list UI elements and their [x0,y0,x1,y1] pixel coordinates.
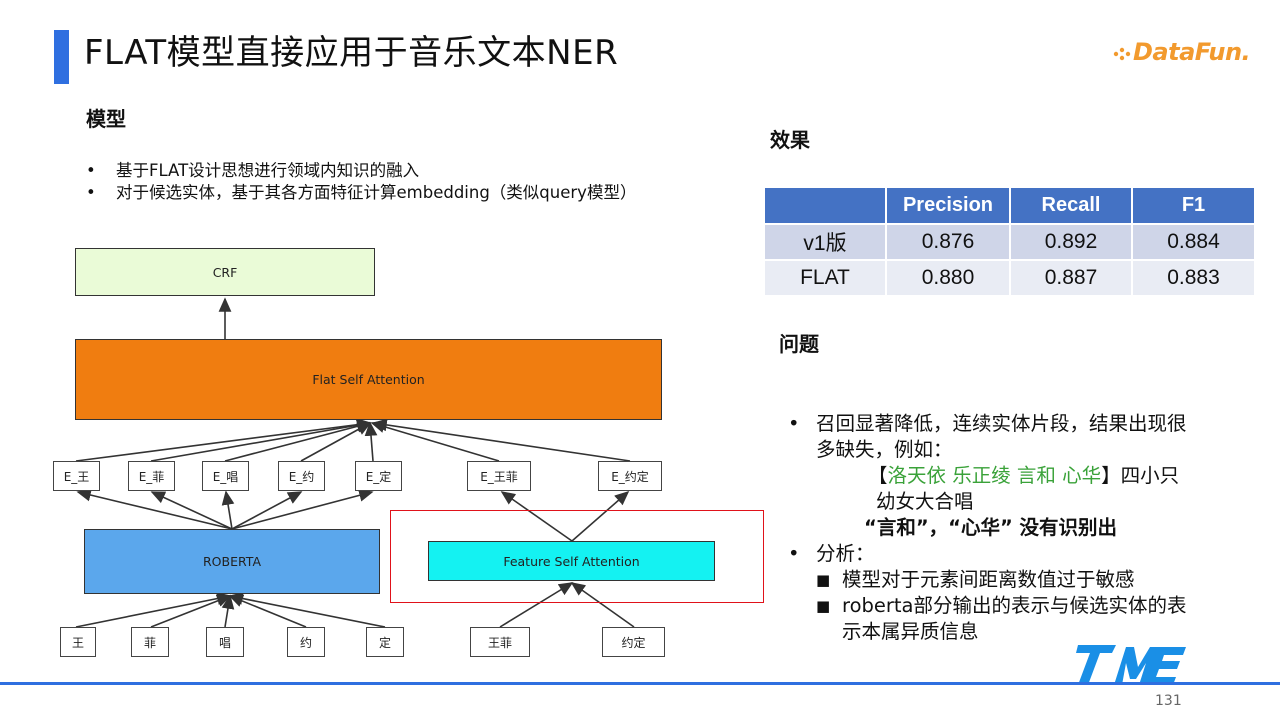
analysis-bullet: 分析： [788,541,1238,567]
analysis-text: roberta部分输出的表示与候选实体的表 [842,594,1187,617]
problem-text: 多缺失，例如： [816,438,953,461]
example-line: 【洛天依 乐正绫 言和 心华】四小只 [788,463,1238,489]
embedding-node: E_王 [53,461,100,491]
datafun-logo: DataFun. [1113,36,1253,72]
tme-logo-icon [1076,645,1186,685]
table-header-row: Precision Recall F1 [765,188,1256,225]
table-cell: 0.892 [1011,225,1133,261]
crf-layer: CRF [75,248,375,296]
input-token: 唱 [206,627,244,657]
embedding-node: E_约定 [598,461,662,491]
problem-text: 召回显著降低，连续实体片段，结果出现很 [816,412,1187,435]
example-entities: 洛天依 乐正绫 言和 心华 [887,464,1102,487]
logo-text: DataFun. [1133,38,1251,66]
feature-self-attention-layer: Feature Self Attention [428,541,715,581]
table-cell: 0.876 [887,225,1011,261]
model-bullet: 对于候选实体，基于其各方面特征计算embedding（类似query模型） [84,182,644,204]
table-header-cell: F1 [1133,188,1256,225]
example-note: “言和”，“心华” 没有识别出 [864,516,1118,539]
table-header-cell: Precision [887,188,1011,225]
model-bullet-list: 基于FLAT设计思想进行领域内知识的融入 对于候选实体，基于其各方面特征计算em… [84,160,644,204]
model-bullet: 基于FLAT设计思想进行领域内知识的融入 [84,160,644,182]
example-line-2: 幼女大合唱 [876,490,974,513]
table-cell: 0.883 [1133,261,1256,297]
effect-heading: 效果 [770,128,810,152]
table-cell: v1版 [765,225,887,261]
feature-highlight-box [390,510,764,603]
table-header-cell [765,188,887,225]
input-token: 约 [287,627,325,657]
footer-divider [0,682,1280,685]
flat-self-attention-layer: Flat Self Attention [75,339,662,420]
table-cell: 0.884 [1133,225,1256,261]
table-header-cell: Recall [1011,188,1133,225]
input-token: 王 [60,627,96,657]
embedding-node: E_王菲 [467,461,531,491]
problem-list: 召回显著降低，连续实体片段，结果出现很 多缺失，例如： 【洛天依 乐正绫 言和 … [788,411,1238,645]
embedding-node: E_菲 [128,461,175,491]
problem-bullet: 召回显著降低，连续实体片段，结果出现很 多缺失，例如： [788,411,1238,463]
input-token: 王菲 [470,627,530,657]
input-token: 菲 [131,627,169,657]
results-table: Precision Recall F1 v1版 0.876 0.892 0.88… [765,188,1256,297]
table-cell: 0.887 [1011,261,1133,297]
analysis-text: 示本属异质信息 [842,620,979,643]
analysis-subitem: roberta部分输出的表示与候选实体的表 示本属异质信息 [788,593,1238,645]
input-token: 约定 [602,627,665,657]
page-title: FLAT模型直接应用于音乐文本NER [84,33,619,73]
model-heading: 模型 [86,107,126,131]
table-row: FLAT 0.880 0.887 0.883 [765,261,1256,297]
table-row: v1版 0.876 0.892 0.884 [765,225,1256,261]
problem-heading: 问题 [779,332,819,356]
embedding-node: E_约 [278,461,325,491]
input-token: 定 [366,627,404,657]
page-number: 131 [1155,693,1182,709]
table-cell: 0.880 [887,261,1011,297]
table-cell: FLAT [765,261,887,297]
analysis-subitem: 模型对于元素间距离数值过于敏感 [788,567,1238,593]
embedding-node: E_定 [355,461,402,491]
title-accent-bar [54,30,69,84]
example-bracket: 【 [868,464,888,487]
roberta-encoder: ROBERTA [84,529,380,594]
logo-dots-icon [1113,47,1131,61]
embedding-node: E_唱 [202,461,249,491]
example-suffix: 】四小只 [1101,464,1180,487]
diagram-arrows [75,297,635,628]
